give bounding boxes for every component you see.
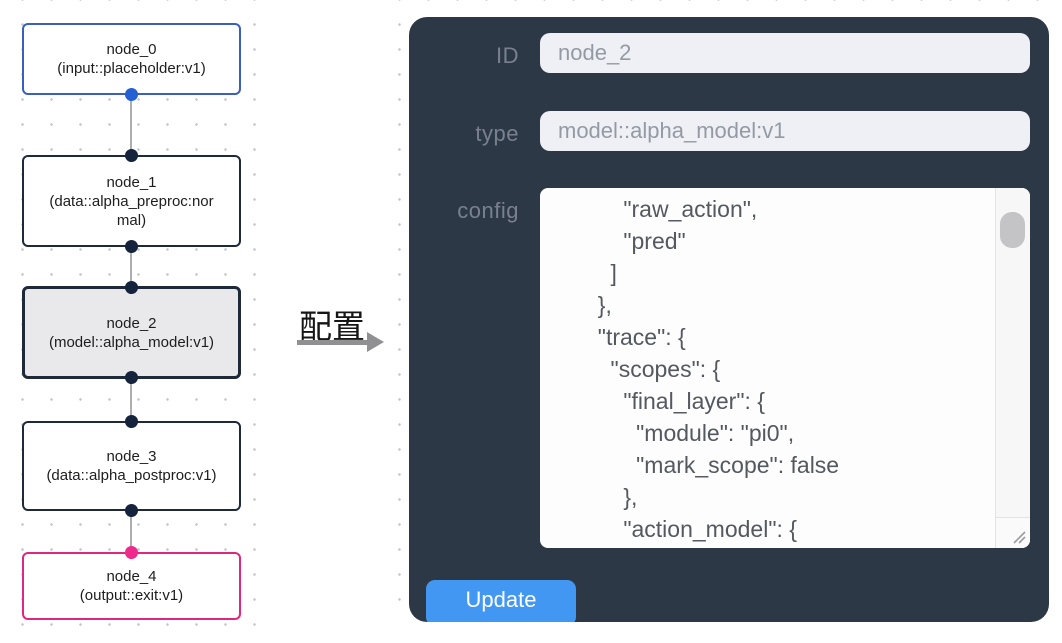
output-port[interactable] <box>125 240 138 253</box>
config-editor: "raw_action", "pred" ] }, "trace": { "sc… <box>540 188 1030 548</box>
node-subtitle: (output::exit:v1) <box>79 587 184 604</box>
configure-arrow-head-icon <box>367 332 384 352</box>
edge-node3-node4 <box>130 511 132 552</box>
edge-node1-node2 <box>130 247 132 287</box>
update-button[interactable]: Update <box>426 580 576 622</box>
input-port[interactable] <box>125 281 138 294</box>
configure-annotation-label: 配置 <box>299 308 365 345</box>
type-label: type <box>475 121 519 146</box>
output-port[interactable] <box>125 88 138 101</box>
node-title: node_0 <box>106 41 157 58</box>
node-subtitle: (input::placeholder:v1) <box>57 60 206 77</box>
node-title: node_3 <box>106 448 157 465</box>
config-scrollbar[interactable] <box>995 188 1030 517</box>
node-title: node_2 <box>106 314 157 332</box>
config-scrollbar-thumb[interactable] <box>1000 212 1025 248</box>
input-port[interactable] <box>125 415 138 428</box>
node-subtitle: (model::alpha_model:v1) <box>48 333 215 351</box>
config-panel: ID type config "raw_action", "pred" ] },… <box>409 17 1049 622</box>
annotation-whitespace <box>272 0 383 643</box>
configure-arrow <box>297 340 367 345</box>
input-port[interactable] <box>125 149 138 162</box>
resize-handle-icon <box>1013 531 1026 544</box>
edge-node0-node1 <box>130 95 132 155</box>
node-title: node_4 <box>106 568 157 585</box>
config-label: config <box>457 198 519 223</box>
node-node_0[interactable]: node_0 (input::placeholder:v1) <box>22 23 241 101</box>
resize-corner[interactable] <box>995 517 1030 548</box>
node-node_3[interactable]: node_3 (data::alpha_postproc:v1) <box>22 415 241 517</box>
bottom-whitespace <box>383 622 1062 643</box>
node-subtitle: (data::alpha_preproc:normal) <box>49 192 214 229</box>
id-input[interactable] <box>540 33 1030 73</box>
id-label: ID <box>496 43 519 68</box>
node-node_1[interactable]: node_1 (data::alpha_preproc:normal) <box>22 149 241 253</box>
output-port[interactable] <box>125 504 138 517</box>
node-node_2[interactable]: node_2 (model::alpha_model:v1) <box>22 281 241 384</box>
input-port[interactable] <box>125 546 138 559</box>
config-textarea[interactable]: "raw_action", "pred" ] }, "trace": { "sc… <box>540 188 995 548</box>
output-port[interactable] <box>125 371 138 384</box>
node-subtitle: (data::alpha_postproc:v1) <box>46 467 217 484</box>
node-title: node_1 <box>106 173 157 191</box>
node-node_4[interactable]: node_4 (output::exit:v1) <box>22 546 241 620</box>
edge-node2-node3 <box>130 379 132 421</box>
type-input[interactable] <box>540 111 1030 151</box>
